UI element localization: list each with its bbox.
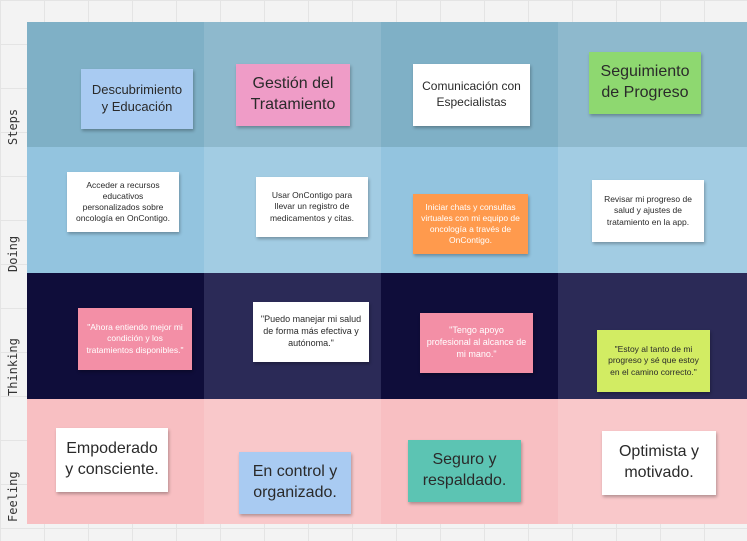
sticky-note-doing-2[interactable]: Usar OnContigo para llevar un registro d… (256, 177, 368, 237)
sticky-note-step-2[interactable]: Gestión del Tratamiento (236, 64, 350, 126)
sticky-note-thinking-4[interactable]: "Estoy al tanto de mi progreso y sé que … (597, 330, 710, 392)
sticky-note-thinking-3[interactable]: "Tengo apoyo profesional al alcance de m… (420, 313, 533, 373)
sticky-note-feeling-3[interactable]: Seguro y respaldado. (408, 440, 521, 502)
sticky-note-doing-3[interactable]: Iniciar chats y consultas virtuales con … (413, 194, 528, 254)
sticky-note-thinking-2[interactable]: "Puedo manejar mi salud de forma más efe… (253, 302, 369, 362)
sticky-note-feeling-4[interactable]: Optimista y motivado. (602, 431, 716, 495)
sticky-note-step-4[interactable]: Seguimiento de Progreso (589, 52, 701, 114)
row-label-doing: Doing (6, 235, 20, 272)
row-label-feeling: Feeling (6, 471, 20, 522)
sticky-note-feeling-2[interactable]: En control y organizado. (239, 452, 351, 514)
sticky-note-doing-4[interactable]: Revisar mi progreso de salud y ajustes d… (592, 180, 704, 242)
sticky-note-step-1[interactable]: Descubrimiento y Educación (81, 69, 193, 129)
sticky-note-step-3[interactable]: Comunicación con Especialistas (413, 64, 530, 126)
row-label-steps: Steps (6, 108, 20, 145)
sticky-note-doing-1[interactable]: Acceder a recursos educativos personaliz… (67, 172, 179, 232)
sticky-note-feeling-1[interactable]: Empoderado y consciente. (56, 428, 168, 492)
sticky-note-thinking-1[interactable]: "Ahora entiendo mejor mi condición y los… (78, 308, 192, 370)
row-label-thinking: Thinking (6, 338, 20, 396)
